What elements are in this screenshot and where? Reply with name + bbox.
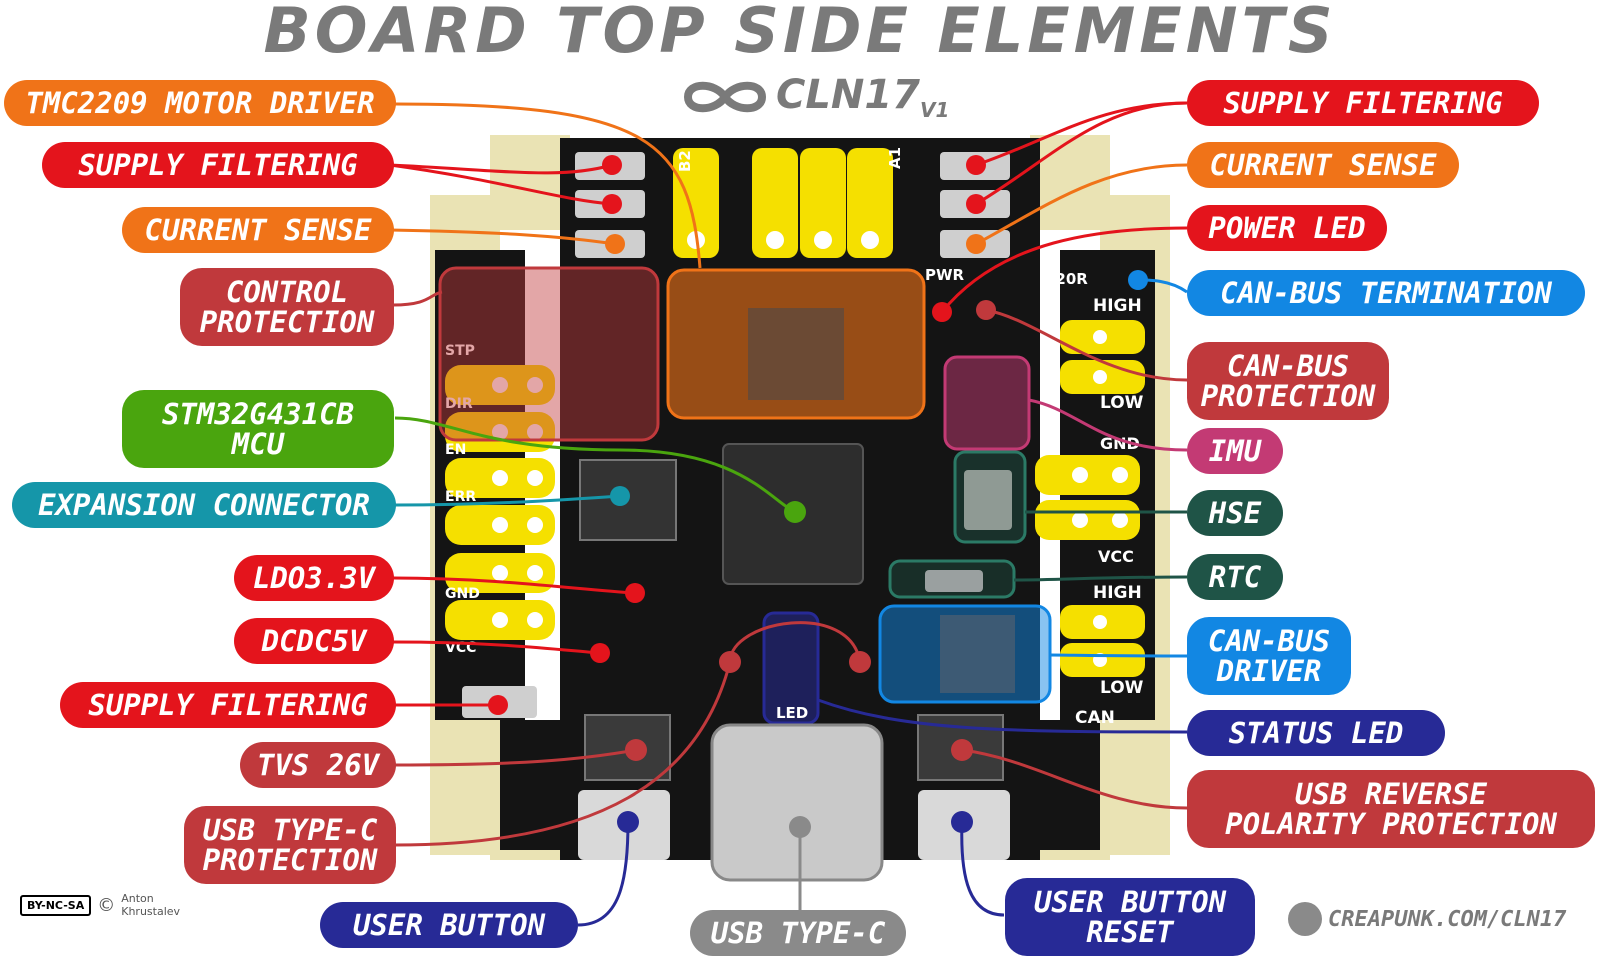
pad-label-stp: STP (445, 343, 475, 359)
pad-label-a1: A1 (886, 147, 904, 169)
label-power-led: POWER LED (1187, 205, 1387, 251)
label-supply-filtering-right: SUPPLY FILTERING (1187, 80, 1539, 126)
label-tmc2209-motor-driver: TMC2209 MOTOR DRIVER (4, 80, 396, 126)
leader-dots (488, 155, 1148, 838)
label-current-sense-right: CURRENT SENSE (1187, 142, 1459, 188)
can-driver-chip (940, 615, 1015, 693)
label-expansion-connector: EXPANSION CONNECTOR (12, 482, 396, 528)
label-tvs-26v: TVS 26V (240, 742, 396, 788)
hse-crystal (964, 470, 1012, 530)
label-control-protection: CONTROL PROTECTION (180, 268, 394, 346)
copyright-icon: © (97, 894, 116, 916)
label-current-sense-left: CURRENT SENSE (122, 207, 394, 253)
motor-pads: B2 A1 (673, 147, 904, 258)
label-ldo33v: LDO3.3V (234, 555, 394, 601)
label-status-led: STATUS LED (1187, 710, 1445, 756)
pad-label-high-bottom: HIGH (1093, 583, 1142, 603)
pad-label-gnd-right: GND (1100, 434, 1140, 453)
pad-label-high-top: HIGH (1093, 296, 1142, 316)
pad-label-dir: DIR (445, 396, 473, 412)
pad-label-en: EN (445, 442, 466, 458)
cc-license-badge: BY-NC-SA (20, 894, 92, 916)
label-dcdc5v: DCDC5V (234, 618, 394, 664)
label-usb-reverse-polarity-protection: USB REVERSE POLARITY PROTECTION (1187, 770, 1595, 848)
label-imu: IMU (1187, 428, 1283, 474)
label-supply-filtering-left-bottom: SUPPLY FILTERING (60, 682, 396, 728)
label-hse: HSE (1187, 490, 1283, 536)
pad-label-b2: B2 (676, 150, 694, 172)
label-can-bus-termination: CAN-BUS TERMINATION (1187, 270, 1585, 316)
creapunk-logo-icon (1288, 902, 1322, 936)
pad-label-120r: 120R (1045, 270, 1088, 288)
pad-label-pwr: PWR (925, 266, 965, 284)
label-can-bus-driver: CAN-BUS DRIVER (1187, 617, 1351, 695)
label-rtc: RTC (1187, 554, 1283, 600)
tmc-chip (748, 308, 844, 400)
label-can-bus-protection: CAN-BUS PROTECTION (1187, 342, 1389, 420)
infinity-logo-icon (683, 81, 767, 113)
label-stm32-mcu: STM32G431CB MCU (122, 390, 394, 468)
label-usb-typec-protection: USB TYPE-C PROTECTION (184, 806, 396, 884)
label-user-button-reset: USER BUTTON RESET (1005, 878, 1255, 956)
pad-label-gnd: GND (445, 586, 480, 602)
website-url[interactable]: CREAPUNK.COM/CLN17 (1328, 906, 1567, 932)
pad-label-low-top: LOW (1100, 393, 1144, 413)
label-usb-typec: USB TYPE-C (690, 910, 906, 956)
pad-label-can-bottom: CAN (1075, 708, 1115, 728)
pad-label-low-bottom: LOW (1100, 678, 1144, 698)
website-block: CREAPUNK.COM/CLN17 (1288, 902, 1566, 936)
status-led-label: LED (776, 704, 808, 722)
brand-name: CLN17V1 (776, 72, 950, 122)
label-supply-filtering-left-top: SUPPLY FILTERING (42, 142, 394, 188)
page-title: BOARD TOP SIDE ELEMENTS (263, 0, 1337, 67)
label-user-button: USER BUTTON (320, 902, 578, 948)
pad-label-err: ERR (445, 489, 476, 505)
usb-c-connector (710, 723, 884, 882)
rtc-crystal (925, 570, 983, 592)
pad-label-vcc-right: VCC (1098, 547, 1134, 566)
